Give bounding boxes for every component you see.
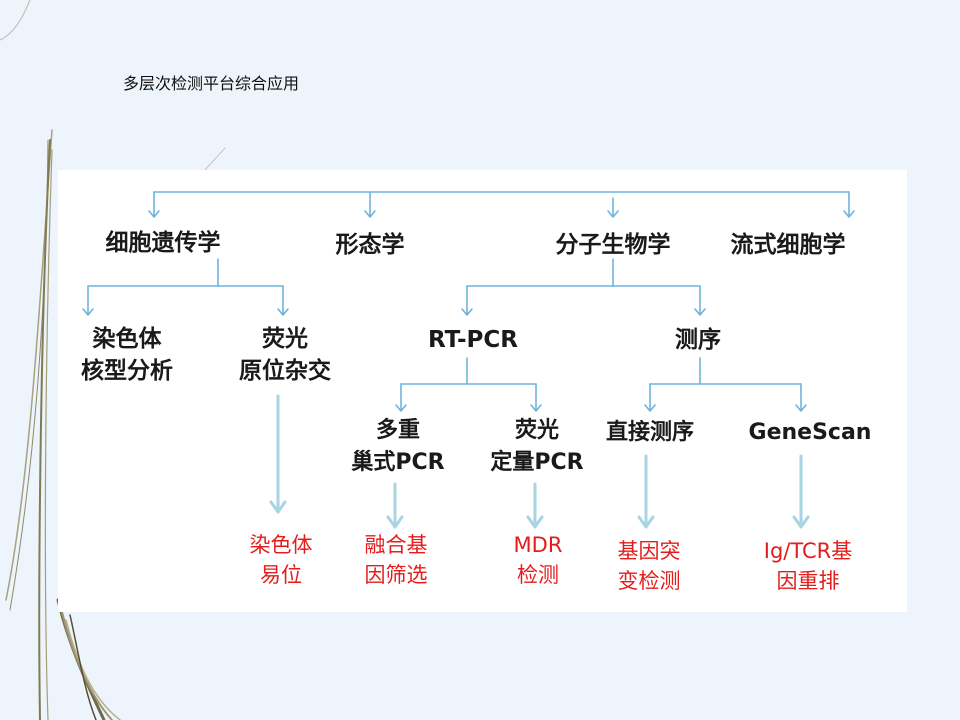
bus-sequencing bbox=[649, 357, 802, 385]
node-rt-pcr: RT-PCR bbox=[428, 327, 518, 353]
node-cytogenetics: 细胞遗传学 bbox=[105, 230, 221, 256]
outcome-rearrangement-line2: 因重排 bbox=[776, 569, 840, 593]
outcome-mutation-line1: 基因突 bbox=[617, 539, 681, 563]
node-sequencing: 测序 bbox=[675, 327, 721, 353]
arrow-to-direct-seq bbox=[644, 383, 656, 412]
slide-title: 多层次检测平台综合应用 bbox=[123, 74, 300, 93]
arrow-nested-outcome bbox=[386, 482, 404, 529]
node-karyotype-line2: 核型分析 bbox=[81, 358, 173, 384]
node-genescan: GeneScan bbox=[748, 420, 872, 445]
node-molecular-biology: 分子生物学 bbox=[555, 232, 671, 258]
bus-molecular bbox=[466, 258, 701, 287]
node-qpcr: 荧光 定量PCR bbox=[472, 415, 602, 479]
arrow-to-cytogenetics bbox=[148, 191, 160, 218]
outcome-mdr: MDR 检测 bbox=[488, 530, 588, 590]
outcome-translocation: 染色体 易位 bbox=[226, 530, 336, 590]
arrow-fish-outcome bbox=[269, 394, 287, 514]
node-fish: 荧光 原位杂交 bbox=[220, 323, 350, 387]
node-karyotype-line1: 染色体 bbox=[92, 326, 162, 352]
arrow-to-nested-pcr bbox=[395, 383, 407, 412]
node-nested-line2: 巢式PCR bbox=[351, 450, 445, 475]
arrow-to-morphology bbox=[364, 191, 376, 218]
arrow-to-qpcr bbox=[530, 383, 542, 412]
arrow-genescan-outcome bbox=[792, 454, 810, 529]
outcome-rearrangement: Ig/TCR基 因重排 bbox=[746, 536, 870, 596]
node-karyotype-analysis: 染色体 核型分析 bbox=[62, 323, 192, 387]
arrow-to-karyotype bbox=[82, 285, 94, 316]
outcome-mdr-line2: 检测 bbox=[517, 563, 559, 587]
bus-cytogenetics bbox=[87, 258, 284, 287]
node-nested-line1: 多重 bbox=[375, 418, 420, 443]
arrow-to-sequencing bbox=[694, 285, 706, 316]
arrow-to-flow bbox=[843, 191, 855, 218]
arrow-to-fish bbox=[277, 285, 289, 316]
arrow-direct-seq-outcome bbox=[637, 454, 655, 529]
node-fish-line1: 荧光 bbox=[262, 326, 308, 352]
node-fish-line2: 原位杂交 bbox=[239, 358, 331, 384]
outcome-mutation-line2: 变检测 bbox=[617, 569, 681, 593]
outcome-fusion-line2: 因筛选 bbox=[364, 563, 428, 587]
node-qpcr-line1: 荧光 bbox=[514, 418, 559, 443]
outcome-translocation-line1: 染色体 bbox=[249, 533, 313, 557]
arrow-to-rtpcr bbox=[461, 285, 473, 316]
outcome-translocation-line2: 易位 bbox=[260, 563, 302, 587]
connector-lines bbox=[82, 191, 855, 529]
arrow-to-molecular bbox=[607, 197, 619, 218]
arrow-to-genescan bbox=[795, 383, 807, 412]
bus-rtpcr bbox=[400, 357, 537, 385]
node-qpcr-line2: 定量PCR bbox=[490, 450, 584, 475]
outcome-rearrangement-line1: Ig/TCR基 bbox=[763, 539, 853, 563]
node-direct-sequencing: 直接测序 bbox=[605, 420, 694, 445]
outcome-mdr-line1: MDR bbox=[513, 533, 563, 557]
outcome-fusion-line1: 融合基 bbox=[364, 533, 428, 557]
outcome-mutation: 基因突 变检测 bbox=[599, 536, 699, 596]
diagram-panel: 细胞遗传学 形态学 分子生物学 流式细胞学 染色体 核型分析 荧光 原位杂交 R… bbox=[58, 170, 907, 612]
node-morphology: 形态学 bbox=[335, 232, 405, 258]
outcome-fusion-gene: 融合基 因筛选 bbox=[341, 530, 451, 590]
node-nested-pcr: 多重 巢式PCR bbox=[333, 415, 463, 479]
arrow-qpcr-outcome bbox=[526, 482, 544, 529]
node-flow-cytometry: 流式细胞学 bbox=[730, 232, 846, 258]
